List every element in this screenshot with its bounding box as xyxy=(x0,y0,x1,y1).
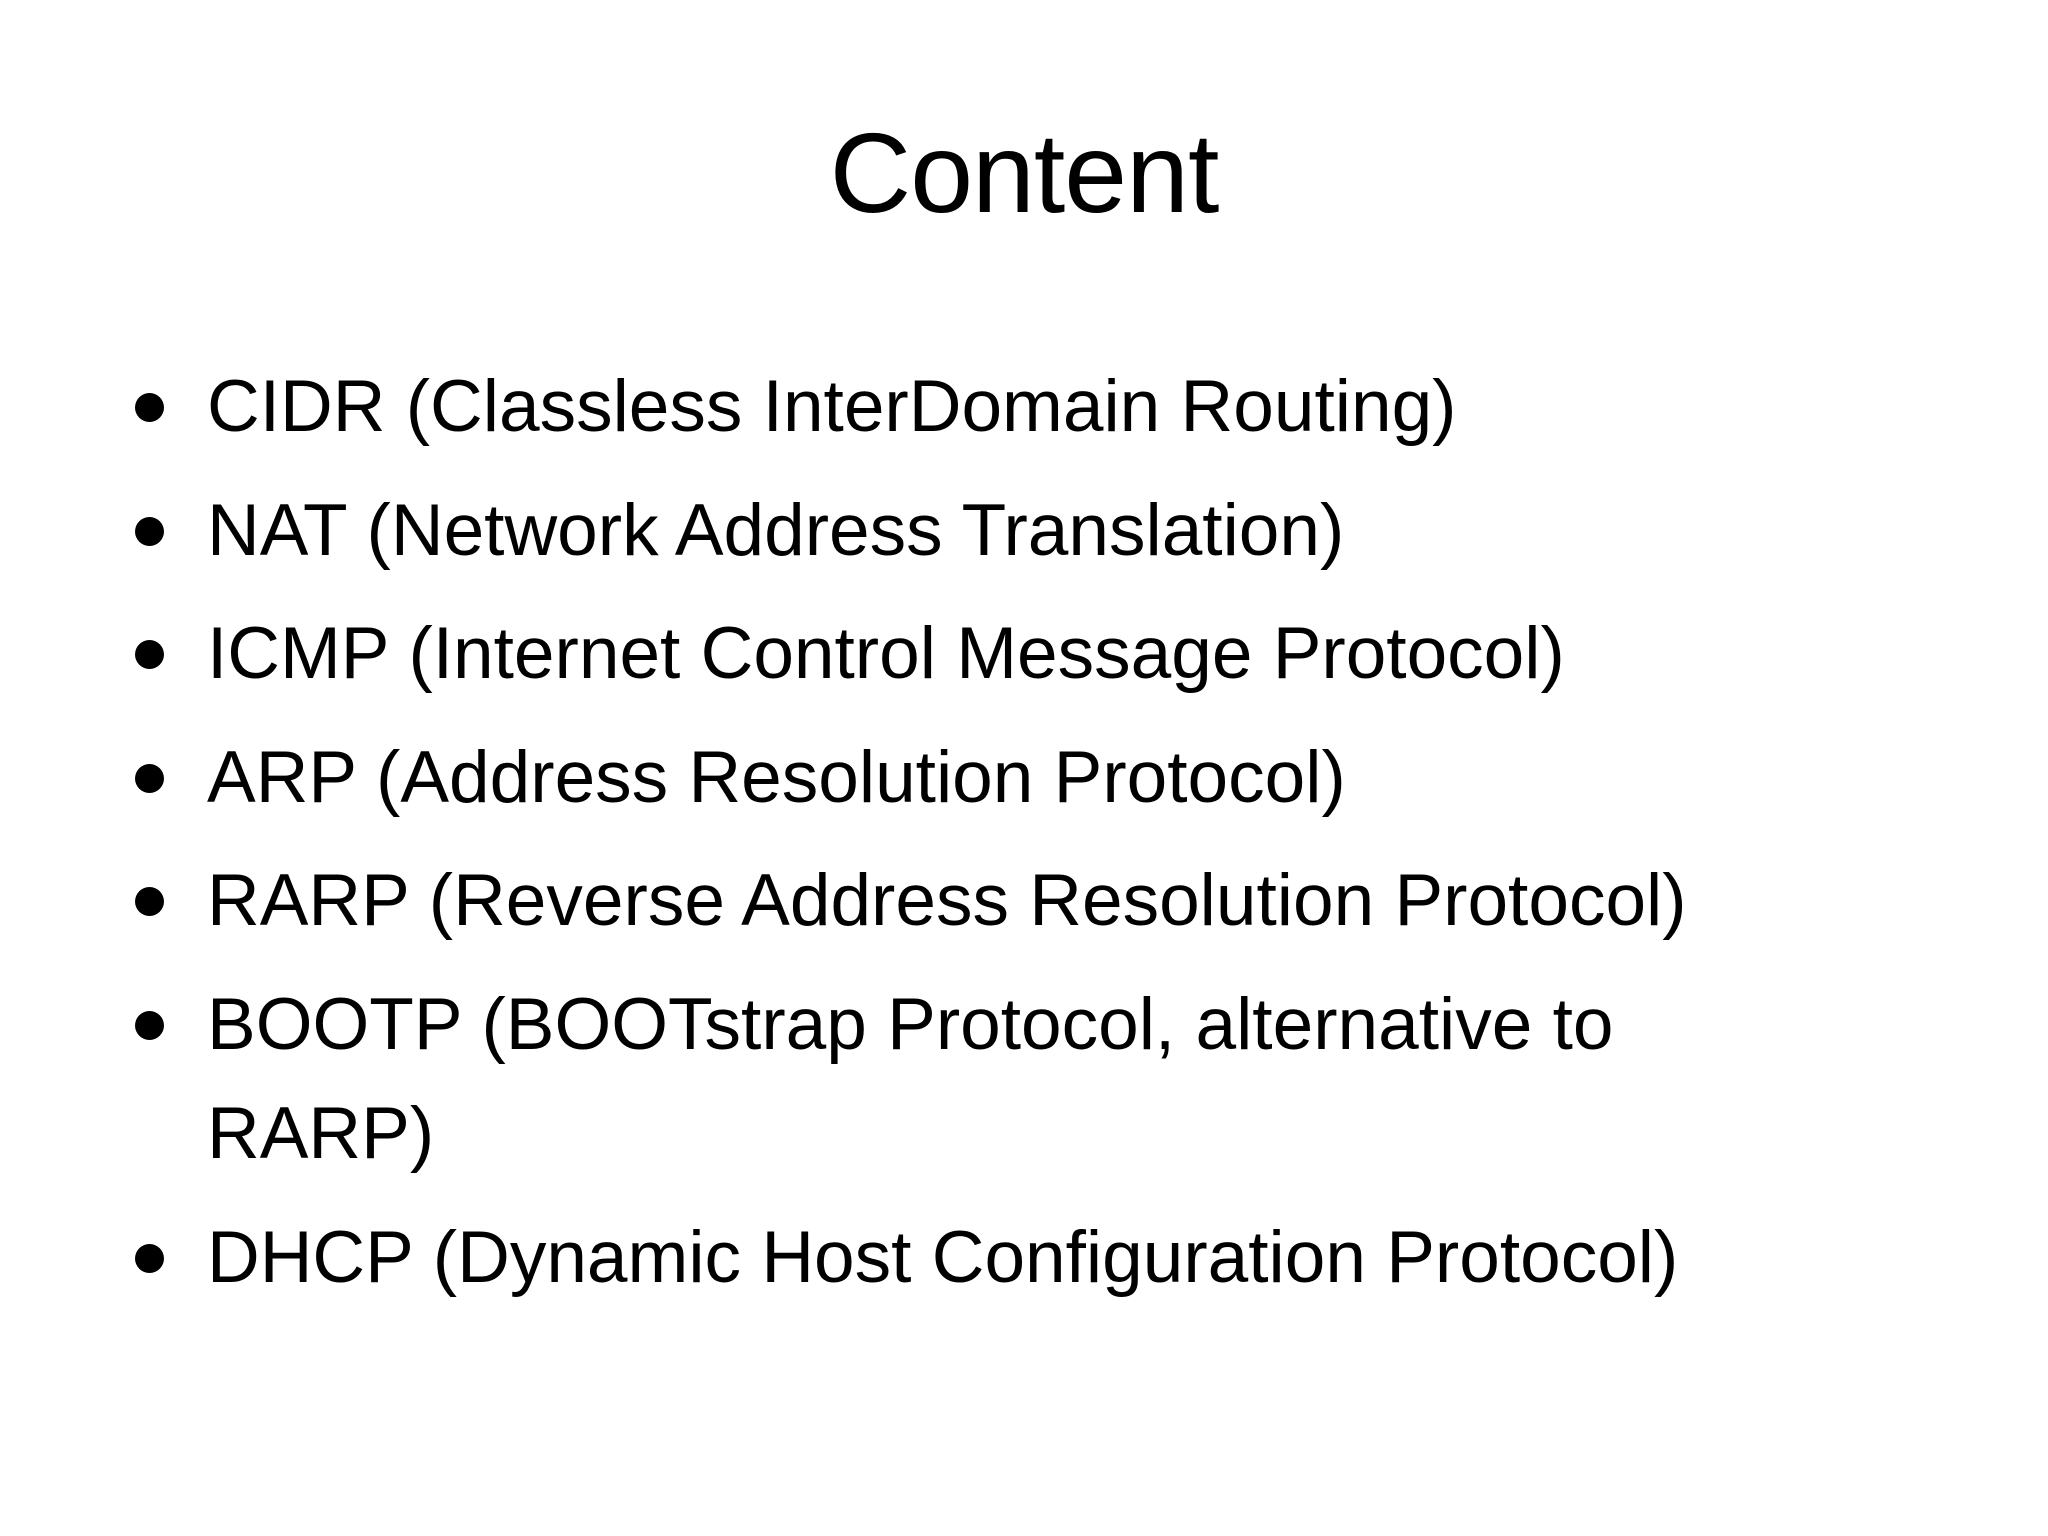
bullet-text: BOOTP (BOOTstrap Protocol, alternative t… xyxy=(207,983,1614,1175)
bullet-item: DHCP (Dynamic Host Configuration Protoco… xyxy=(135,1203,1815,1313)
slide-title: Content xyxy=(829,110,1220,236)
bullet-item: ICMP (Internet Control Message Protocol) xyxy=(135,599,1815,709)
bullet-text: CIDR (Classless InterDomain Routing) xyxy=(207,366,1457,447)
bullet-dot-icon xyxy=(135,1010,164,1040)
bullet-dot-icon xyxy=(135,887,164,916)
bullet-text: RARP (Reverse Address Resolution Protoco… xyxy=(207,860,1687,941)
bullet-item: CIDR (Classless InterDomain Routing) xyxy=(135,352,1815,462)
bullet-dot-icon xyxy=(135,763,164,793)
bullet-dot-icon xyxy=(135,393,164,422)
bullet-item: RARP (Reverse Address Resolution Protoco… xyxy=(135,846,1815,956)
bullet-dot-icon xyxy=(135,516,164,546)
bullet-item: ARP (Address Resolution Protocol) xyxy=(135,723,1815,833)
bullet-text: ICMP (Internet Control Message Protocol) xyxy=(207,613,1565,694)
bullet-dot-icon xyxy=(135,640,164,669)
bullet-text: DHCP (Dynamic Host Configuration Protoco… xyxy=(207,1216,1679,1298)
bullet-item: BOOTP (BOOTstrap Protocol, alternative t… xyxy=(135,970,1815,1189)
bullet-text: ARP (Address Resolution Protocol) xyxy=(207,736,1346,818)
bullet-dot-icon xyxy=(135,1243,164,1273)
bullet-item: NAT (Network Address Translation) xyxy=(135,476,1815,586)
bullet-list: CIDR (Classless InterDomain Routing) NAT… xyxy=(135,352,1815,1326)
bullet-text: NAT (Network Address Translation) xyxy=(207,489,1345,571)
